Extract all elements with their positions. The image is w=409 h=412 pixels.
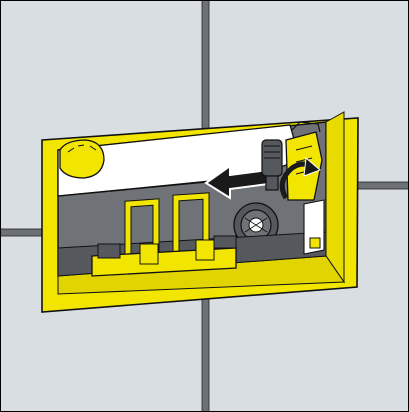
rotate-arrow-icon [279, 157, 321, 200]
hose-connector-icon [261, 139, 283, 191]
bottom-rail [91, 235, 237, 277]
adjustment-knob [59, 139, 105, 179]
valve-fitting-icon [233, 202, 279, 248]
u-clip-left [124, 198, 160, 272]
right-bracket [303, 199, 325, 255]
u-clip-right [172, 192, 210, 268]
